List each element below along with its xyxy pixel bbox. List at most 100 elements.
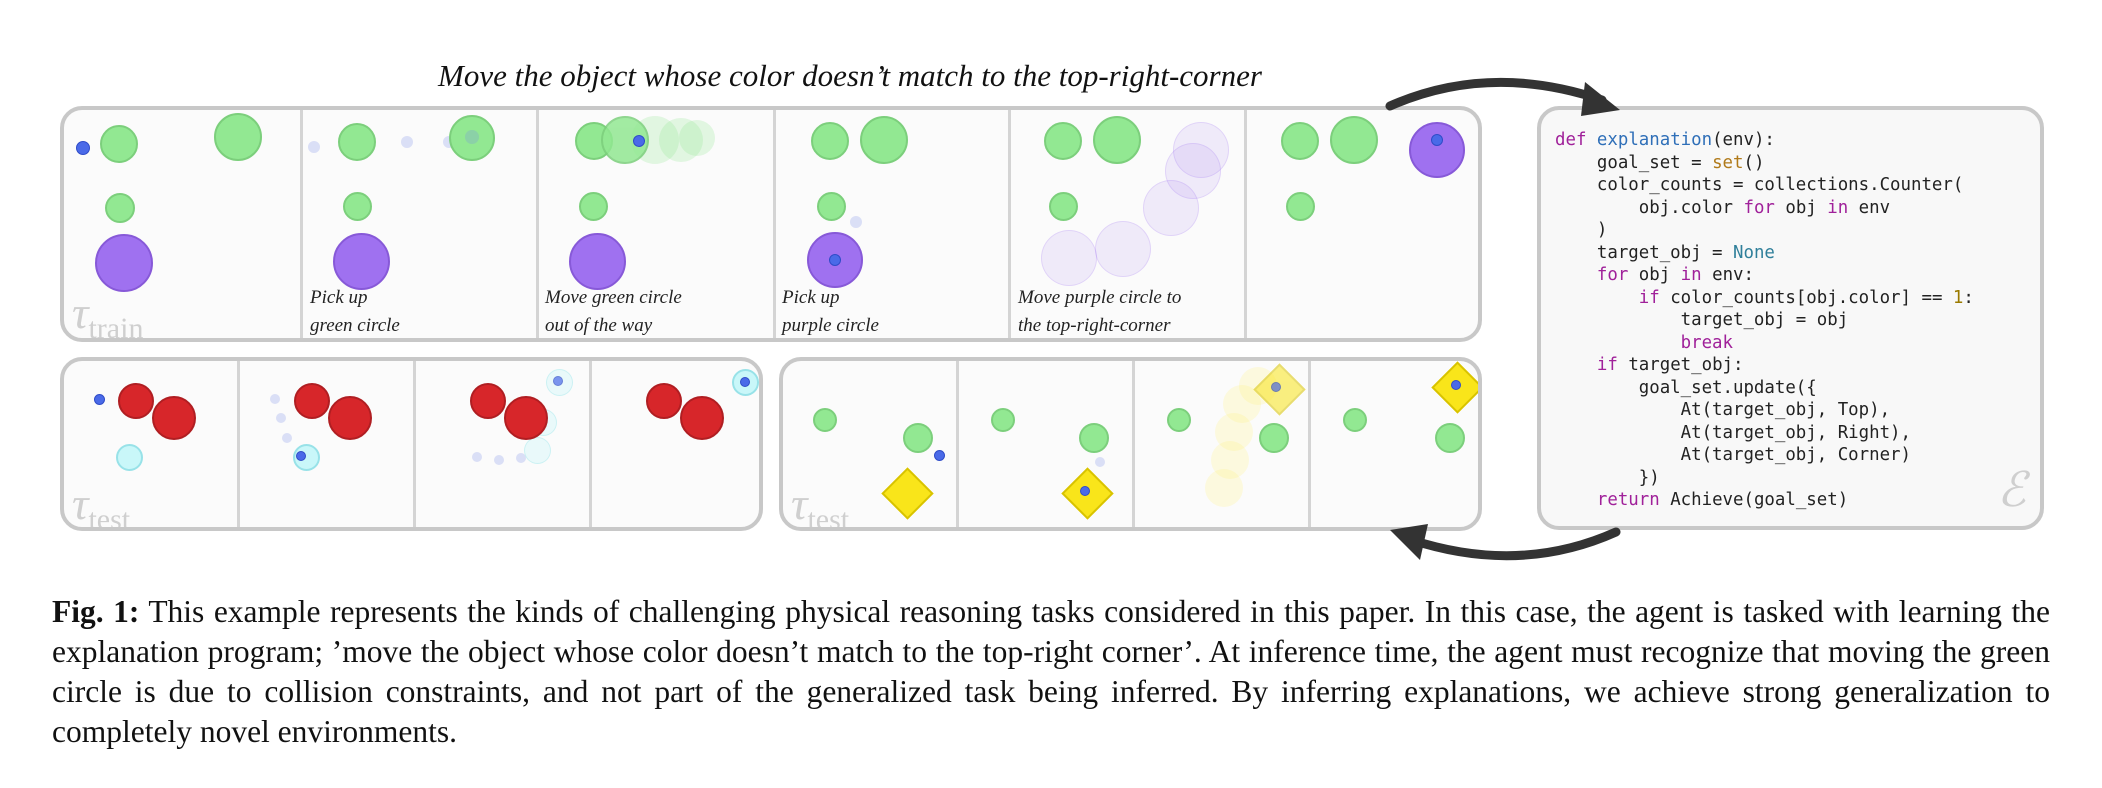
code-line: color_counts = collections.Counter(	[1555, 175, 1964, 195]
agent-dot	[553, 376, 563, 386]
agent-trail	[465, 130, 479, 144]
yellow-diamond-trail	[1211, 441, 1249, 479]
test-panel-1: τtest	[60, 357, 763, 531]
train-frame-6	[1247, 110, 1478, 338]
red-circle-large	[328, 396, 372, 440]
agent-trail	[516, 453, 526, 463]
code-line: })	[1555, 467, 1660, 488]
cyan-circle-trail	[524, 437, 551, 464]
purple-circle	[95, 234, 153, 292]
code-line: target_obj = obj	[1555, 310, 1849, 330]
train-frame-2: Pick up green circle	[303, 110, 536, 338]
code-line: At(target_obj, Corner)	[1555, 445, 1911, 465]
train-frame-3: Move green circle out of the way	[539, 110, 773, 338]
green-circle-small	[817, 192, 846, 221]
step-caption: Pick up purple circle	[782, 287, 879, 336]
green-circle-trail	[659, 118, 703, 162]
code-line: if color_counts[obj.color] == 1:	[1638, 287, 1974, 308]
green-circle-large	[449, 115, 495, 161]
agent-dot	[94, 394, 105, 405]
purple-circle	[333, 233, 390, 290]
explanation-code-panel: def explanation(env): goal_set = set() c…	[1537, 106, 2044, 530]
agent-trail	[494, 455, 504, 465]
test2-frame-4	[1311, 361, 1478, 527]
test2-frame-3	[1135, 361, 1308, 527]
caption-label: Fig. 1:	[52, 594, 140, 629]
code-line: goal_set.update({	[1555, 377, 1817, 398]
arrow-bottom	[1407, 527, 1621, 561]
red-circle	[470, 383, 506, 419]
agent-dot	[633, 135, 645, 147]
purple-circle	[807, 232, 863, 288]
code-line: return Achieve(goal_set)	[1596, 490, 1849, 510]
agent-dot	[1451, 380, 1461, 390]
test1-frame-4	[592, 361, 759, 527]
tau-train-label: τtrain	[72, 287, 144, 342]
green-circle-large	[1093, 116, 1141, 164]
agent-trail	[850, 216, 862, 228]
test-panel-2: τtest	[779, 357, 1482, 531]
arrow-top-head	[1581, 82, 1620, 116]
code-line: goal_set = set()	[1555, 152, 1765, 173]
green-circle	[1044, 122, 1082, 160]
purple-circle-trail	[1095, 221, 1151, 277]
purple-circle	[569, 233, 626, 290]
agent-trail	[270, 394, 280, 404]
code-line: def explanation(env):	[1555, 130, 1775, 150]
agent-trail	[472, 452, 482, 462]
explanation-symbol: ℰ	[1996, 464, 2026, 517]
test1-frame-2	[240, 361, 413, 527]
green-circle-trail	[679, 120, 715, 156]
agent-trail	[276, 413, 286, 423]
agent-trail	[282, 433, 292, 443]
green-circle-small	[813, 408, 837, 432]
green-circle-small	[1167, 408, 1191, 432]
train-frame-4: Pick up purple circle	[776, 110, 1008, 338]
agent-dot	[829, 254, 841, 266]
train-frame-1	[64, 110, 300, 338]
code-line: if target_obj:	[1596, 355, 1744, 375]
code-line: At(target_obj, Top),	[1555, 400, 1891, 420]
purple-circle-trail	[1173, 122, 1229, 178]
green-circle-small	[343, 192, 372, 221]
code-line: for obj in env:	[1596, 265, 1754, 285]
caption-text: This example represents the kinds of cha…	[52, 594, 2051, 749]
red-circle-large	[504, 396, 548, 440]
train-frame-5: Move purple circle to the top-right-corn…	[1011, 110, 1244, 338]
green-circle-small	[1343, 408, 1367, 432]
green-circle-large	[214, 113, 262, 161]
step-caption: Pick up green circle	[310, 287, 400, 336]
test1-frame-3	[416, 361, 589, 527]
purple-circle-trail	[1041, 230, 1097, 286]
code-line: At(target_obj, Right),	[1555, 422, 1911, 443]
test2-frame-2	[959, 361, 1132, 527]
green-circle-small	[1286, 192, 1315, 221]
agent-dot	[1271, 382, 1281, 392]
agent-trail	[401, 136, 413, 148]
agent-dot	[740, 377, 750, 387]
figure-caption: Fig. 1: This example represents the kind…	[52, 592, 2050, 752]
green-circle	[903, 423, 933, 453]
test1-frame-1	[64, 361, 237, 527]
green-circle	[1281, 122, 1319, 160]
agent-trail	[1095, 457, 1105, 467]
cyan-circle	[116, 444, 143, 471]
yellow-diamond-trail	[1205, 469, 1243, 507]
code-line: break	[1680, 332, 1733, 353]
green-circle-large	[860, 116, 908, 164]
tau-test-label: τtest	[791, 478, 850, 531]
purple-circle	[1409, 122, 1465, 178]
agent-dot	[76, 141, 90, 155]
tau-test-label: τtest	[72, 478, 131, 531]
green-circle-large	[1330, 116, 1378, 164]
green-circle	[1259, 423, 1289, 453]
yellow-diamond-trail	[1215, 413, 1253, 451]
green-circle	[338, 123, 376, 161]
agent-dot	[934, 450, 945, 461]
agent-trail	[308, 141, 320, 153]
agent-dot	[1431, 134, 1443, 146]
green-circle-small	[579, 192, 608, 221]
red-circle-large	[680, 396, 724, 440]
green-circle	[1435, 423, 1465, 453]
